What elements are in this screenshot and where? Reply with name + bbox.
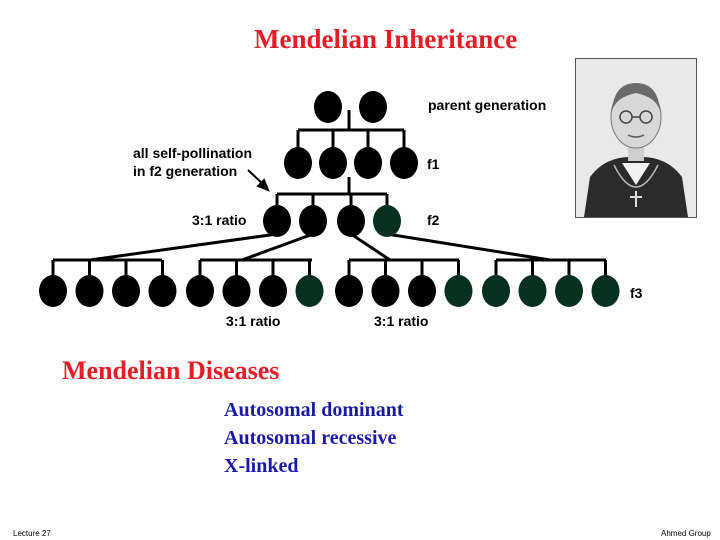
f3-plant [75,275,104,307]
disease-item: X-linked [224,455,299,477]
parent-plant [314,91,342,123]
f2-plant [373,205,401,237]
disease-item: Autosomal recessive [224,427,397,449]
f3-plant [482,275,510,307]
f3-plant [259,275,287,307]
arrow-icon [247,169,270,192]
f2-plant [263,205,291,237]
section-title: Mendelian Diseases [62,356,280,385]
f3-plant [148,275,177,307]
label-f1: f1 [427,156,440,172]
f3-plant [591,275,620,307]
f1-plant [284,147,312,179]
f3-plant [295,275,324,307]
f3-plant [408,275,436,307]
label-self-pollination-1: all self-pollination [133,145,252,161]
label-ratio-f3-right: 3:1 ratio [374,313,428,329]
label-f3: f3 [630,285,643,301]
f1-plant [354,147,382,179]
f2-plant [299,205,327,237]
f3-plant [518,275,547,307]
portrait-image [575,58,697,218]
f1-plant [390,147,418,179]
parent-plant [359,91,387,123]
portrait-icon [576,59,696,217]
footer-lecture: Lecture 27 [13,529,51,538]
f3-plant [335,275,363,307]
f2-plant [337,205,365,237]
disease-item: Autosomal dominant [224,399,404,421]
slide-title: Mendelian Inheritance [254,24,518,54]
f3-plant [555,275,583,307]
f3-plant [371,275,400,307]
f3-plant [39,275,67,307]
footer-author: Ahmed Group [661,529,711,538]
label-self-pollination-2: in f2 generation [133,163,237,179]
f3-plant [444,275,473,307]
f3-plant [222,275,251,307]
label-parent-generation: parent generation [428,97,546,113]
label-f2: f2 [427,212,440,228]
label-ratio-f3-left: 3:1 ratio [226,313,280,329]
f3-plant [112,275,140,307]
f1-plant [319,147,347,179]
f3-plant [186,275,214,307]
label-ratio-f2: 3:1 ratio [192,212,246,228]
